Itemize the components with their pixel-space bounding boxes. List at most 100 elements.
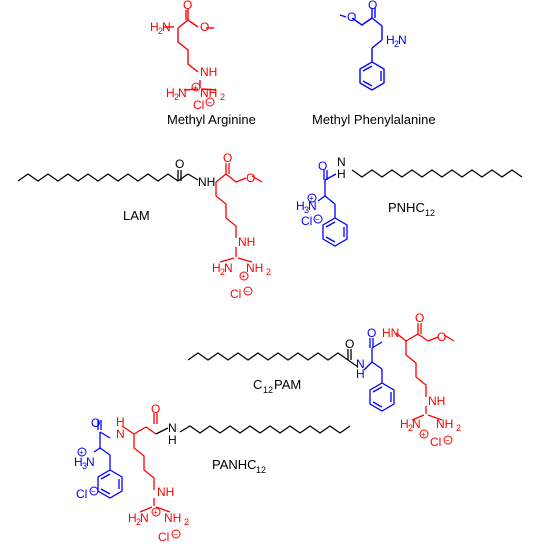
c12pam-chain xyxy=(187,349,359,368)
svg-text:+: + xyxy=(309,194,314,203)
panhc12-chain xyxy=(155,425,351,435)
c12pam-phenylalanine-part xyxy=(363,338,395,412)
svg-text:2: 2 xyxy=(184,517,189,527)
c12pam-labels: O H N O HN O O NH H 2 N NH 2 + Cl − xyxy=(345,311,461,449)
svg-text:2: 2 xyxy=(220,267,225,277)
svg-text:H: H xyxy=(337,167,346,181)
svg-text:12: 12 xyxy=(256,465,266,475)
pnhc12-phenylalanine-part xyxy=(317,170,348,247)
svg-text:N: N xyxy=(140,511,149,525)
svg-text:NH: NH xyxy=(200,86,217,100)
svg-text:Cl: Cl xyxy=(230,287,241,301)
svg-text:HN: HN xyxy=(382,326,399,340)
svg-text:N: N xyxy=(162,20,171,34)
methyl-phenylalanine-structure xyxy=(339,8,385,91)
svg-text:PNHC: PNHC xyxy=(388,200,425,215)
svg-text:+: + xyxy=(193,83,198,92)
svg-text:2: 2 xyxy=(456,423,461,433)
svg-text:H: H xyxy=(296,199,305,213)
svg-text:Cl: Cl xyxy=(158,530,169,544)
svg-text:2: 2 xyxy=(408,423,413,433)
svg-text:O: O xyxy=(151,402,160,416)
svg-text:3: 3 xyxy=(304,205,309,215)
methyl-arginine-labels: O O H 2 N NH H 2 N NH 2 + Cl − xyxy=(150,0,225,112)
svg-text:2: 2 xyxy=(266,267,271,277)
svg-text:N: N xyxy=(356,357,365,371)
svg-text:2: 2 xyxy=(136,517,141,527)
panhc12-phenylalanine-part xyxy=(93,420,123,499)
svg-text:O: O xyxy=(347,10,356,24)
methyl-phenylalanine-labels: O O H 2 N xyxy=(347,0,407,49)
svg-text:+: + xyxy=(79,448,84,457)
svg-text:H: H xyxy=(212,261,221,275)
svg-text:O: O xyxy=(318,159,327,173)
svg-text:−: − xyxy=(445,436,450,445)
lam-labels-black: O NH xyxy=(175,157,215,189)
svg-text:N: N xyxy=(178,86,187,100)
panhc12-labels: O H N O N H H 3 N + Cl − NH H 2 N NH 2 +… xyxy=(74,402,189,544)
caption-lam: LAM xyxy=(123,208,150,223)
svg-text:O: O xyxy=(367,326,376,340)
svg-text:NH: NH xyxy=(198,175,215,189)
svg-text:12: 12 xyxy=(425,208,435,218)
caption-methyl-arginine: Methyl Arginine xyxy=(167,112,256,127)
svg-text:H: H xyxy=(166,86,175,100)
svg-text:2: 2 xyxy=(220,92,225,102)
svg-text:2: 2 xyxy=(394,39,399,49)
svg-text:2: 2 xyxy=(158,26,163,36)
svg-text:NH: NH xyxy=(246,261,263,275)
svg-text:H: H xyxy=(150,20,159,34)
svg-text:NH: NH xyxy=(200,65,217,79)
lam-arginine-part xyxy=(215,163,263,263)
pnhc12-chain xyxy=(351,169,523,178)
svg-text:H: H xyxy=(400,417,409,431)
caption-methyl-phenylalanine: Methyl Phenylalanine xyxy=(312,112,436,127)
svg-text:PAM: PAM xyxy=(274,377,301,392)
svg-text:H: H xyxy=(128,511,137,525)
methyl-arginine-structure xyxy=(164,9,217,91)
svg-text:Cl: Cl xyxy=(301,214,312,228)
svg-text:N: N xyxy=(337,155,346,169)
svg-text:O: O xyxy=(223,151,232,165)
svg-text:O: O xyxy=(175,157,184,171)
svg-text:H: H xyxy=(386,33,395,47)
pnhc12-labels: O N H H 3 N + Cl − xyxy=(296,155,346,228)
svg-text:−: − xyxy=(245,287,250,296)
svg-text:H: H xyxy=(116,415,125,429)
svg-text:2: 2 xyxy=(174,92,179,102)
svg-text:NH: NH xyxy=(238,235,255,249)
svg-text:O: O xyxy=(91,416,100,430)
panhc12-arginine-part xyxy=(121,413,171,513)
caption-pnhc12: PNHC 12 xyxy=(388,200,435,218)
svg-text:−: − xyxy=(173,530,178,539)
svg-text:NH: NH xyxy=(428,394,445,408)
svg-text:H: H xyxy=(74,455,83,469)
svg-text:+: + xyxy=(241,272,246,281)
svg-text:O: O xyxy=(183,0,192,12)
svg-text:NH: NH xyxy=(157,485,174,499)
svg-text:Cl: Cl xyxy=(76,487,87,501)
svg-text:N: N xyxy=(116,427,125,441)
caption-panhc12: PANHC 12 xyxy=(212,457,266,475)
lam-alkyl-chain xyxy=(17,170,199,182)
svg-text:+: + xyxy=(153,508,158,517)
svg-text:H: H xyxy=(168,433,177,447)
svg-text:N: N xyxy=(308,199,317,213)
svg-text:12: 12 xyxy=(263,385,273,395)
svg-text:NH: NH xyxy=(436,417,453,431)
svg-text:O: O xyxy=(345,337,354,351)
svg-text:PANHC: PANHC xyxy=(212,457,257,472)
svg-text:Cl: Cl xyxy=(193,98,204,112)
svg-text:O: O xyxy=(200,20,209,34)
svg-text:−: − xyxy=(91,487,96,496)
svg-text:Cl: Cl xyxy=(430,435,441,449)
svg-text:O: O xyxy=(368,0,377,12)
svg-text:C: C xyxy=(253,377,262,392)
c12pam-arginine-part xyxy=(395,323,455,421)
lam-labels-red: O O NH H 2 N NH 2 + Cl − xyxy=(212,151,271,301)
svg-text:3: 3 xyxy=(82,461,87,471)
svg-text:N: N xyxy=(86,455,95,469)
svg-text:N: N xyxy=(398,33,407,47)
svg-text:O: O xyxy=(437,330,446,344)
